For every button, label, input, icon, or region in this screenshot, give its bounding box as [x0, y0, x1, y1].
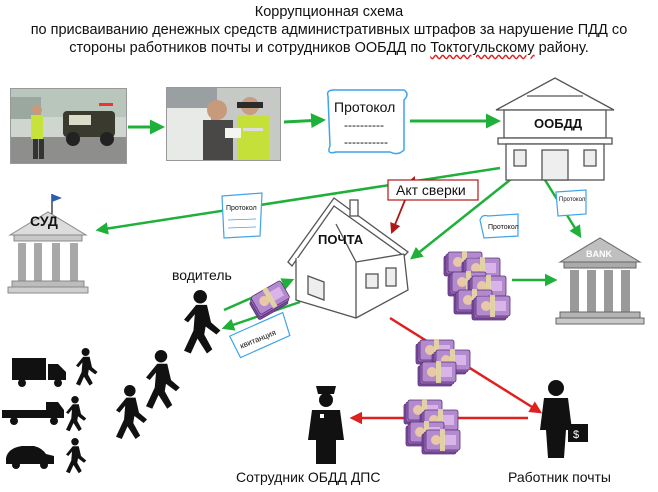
title-line-2: по присваиванию денежных средств админис…: [30, 22, 628, 38]
svg-text:Протокол: Протокол: [488, 224, 519, 231]
post-office-house-icon: [287, 197, 409, 319]
officer-label: Сотрудник ОБДД ДПС: [236, 469, 380, 485]
driver-label: водитель: [172, 267, 232, 283]
diagram-title: Коррупционная схема по присваиванию дене…: [0, 3, 658, 57]
postal-worker-label: Работник почты: [508, 469, 611, 485]
truck-icon: [12, 358, 66, 387]
oobdd-label: ООБДД: [534, 116, 583, 131]
arrow-photo2-to-protocol: [283, 113, 326, 129]
svg-text:Протокол: Протокол: [559, 197, 586, 203]
car-icon: [6, 446, 54, 469]
officer-driver-photo: [166, 87, 281, 161]
receipt-document: квитанция: [228, 311, 291, 359]
bank-label: BANK: [586, 249, 612, 259]
money-bundles-worker: [415, 338, 471, 387]
protocol-line-1: ----------: [344, 118, 384, 132]
toktogul-word: Токтогульскому: [430, 40, 535, 56]
protocol-doc-to-bank: Протокол: [555, 189, 587, 217]
walking-person-icon: [66, 290, 221, 474]
svg-text:Протокол: Протокол: [226, 205, 257, 212]
title-line-3: стороны работников почты и сотрудников О…: [69, 40, 589, 56]
oobdd-building-icon: [495, 77, 615, 181]
reconciliation-act-label: Акт сверки: [396, 182, 466, 198]
arrow-oobdd-to-post: [410, 171, 521, 260]
protocol-line-2: -----------: [344, 135, 388, 149]
arrow-oobdd-to-court: [95, 166, 501, 235]
post-office-label: ПОЧТА: [318, 232, 364, 247]
money-bundles-post: [443, 250, 511, 321]
tow-truck-icon: [2, 402, 64, 425]
svg-text:$: $: [573, 429, 579, 441]
title-line-1: Коррупционная схема: [254, 4, 404, 20]
businessman-icon: $: [540, 380, 588, 458]
money-bundle-driver: [246, 278, 293, 321]
court-label: СУД: [30, 213, 58, 229]
protocol-document: Протокол ---------- -----------: [326, 89, 408, 155]
protocol-doc-to-court: Протокол: [221, 192, 263, 239]
protocol-doc-to-post: Протокол: [479, 213, 519, 239]
police-car-photo: [10, 88, 127, 164]
money-bundles-officer: [403, 398, 461, 455]
protocol-title: Протокол: [334, 99, 395, 115]
court-building-icon: [7, 194, 89, 294]
police-officer-icon: [308, 386, 344, 464]
bank-building-icon: [555, 237, 645, 325]
